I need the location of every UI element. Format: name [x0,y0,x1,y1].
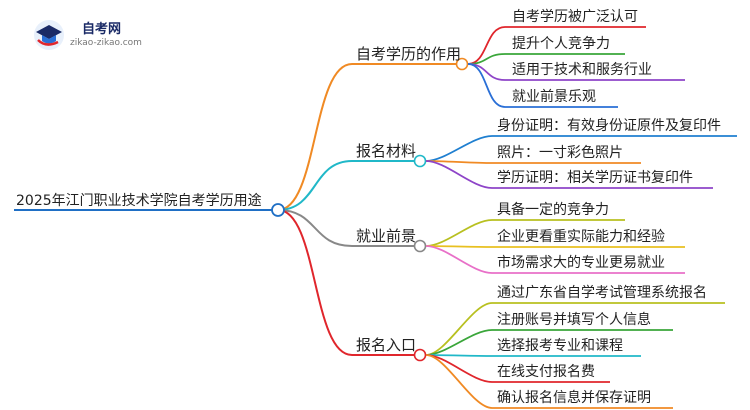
leaf-connector [425,354,493,409]
leaf-role-2: 提升个人竞争力 [512,36,610,52]
leaf-materials-1: 身份证明：有效身份证原件及复印件 [497,118,721,134]
leaf-role-3: 适用于技术和服务行业 [512,62,652,78]
site-logo: 自考网 zikao-zikao.com [32,14,162,54]
branch-employment: 就业前景 [356,227,417,245]
root-node-circle [271,203,285,217]
leaf-employment-2: 企业更看重实际能力和经验 [497,229,665,245]
leaf-materials-2: 照片：一寸彩色照片 [497,145,623,161]
branch-connector [277,209,353,247]
branch-node [413,348,427,362]
leaf-entry-4: 在线支付报名费 [497,364,595,380]
leaf-employment-3: 市场需求大的专业更易就业 [497,255,665,271]
leaf-connector [425,135,493,162]
branch-role: 自考学历的作用 [356,45,462,63]
leaf-role-1: 自考学历被广泛认可 [512,9,638,25]
leaf-connector [425,245,493,248]
leaf-connector [467,63,506,81]
root-node: 2025年江门职业技术学院自考学历用途 [16,193,262,209]
leaf-entry-5: 确认报名信息并保存证明 [497,390,651,406]
leaf-entry-2: 注册账号并填写个人信息 [497,312,651,328]
leaf-employment-1: 具备一定的竞争力 [497,202,609,218]
logo-url: zikao-zikao.com [70,38,142,48]
leaf-connector [425,354,493,357]
leaf-connector [425,219,493,247]
leaf-role-4: 就业前景乐观 [512,89,596,105]
leaf-connector [425,245,493,274]
branch-node [455,57,469,71]
leaf-connector [467,63,506,108]
leaf-materials-3: 学历证明：相关学历证书复印件 [497,170,693,186]
branch-materials: 报名材料 [356,142,417,160]
branch-connector [277,63,353,211]
leaf-connector [425,160,493,189]
logo-title: 自考网 [82,22,122,37]
graduation-cap-icon [34,20,64,50]
leaf-entry-1: 通过广东省自学考试管理系统报名 [497,285,707,301]
branch-node [413,154,427,168]
leaf-connector [425,302,493,356]
branch-entry: 报名入口 [356,336,417,354]
leaf-entry-3: 选择报考专业和课程 [497,338,623,354]
branch-connector [277,209,353,356]
branch-node [413,239,427,253]
branch-connector [277,160,353,211]
